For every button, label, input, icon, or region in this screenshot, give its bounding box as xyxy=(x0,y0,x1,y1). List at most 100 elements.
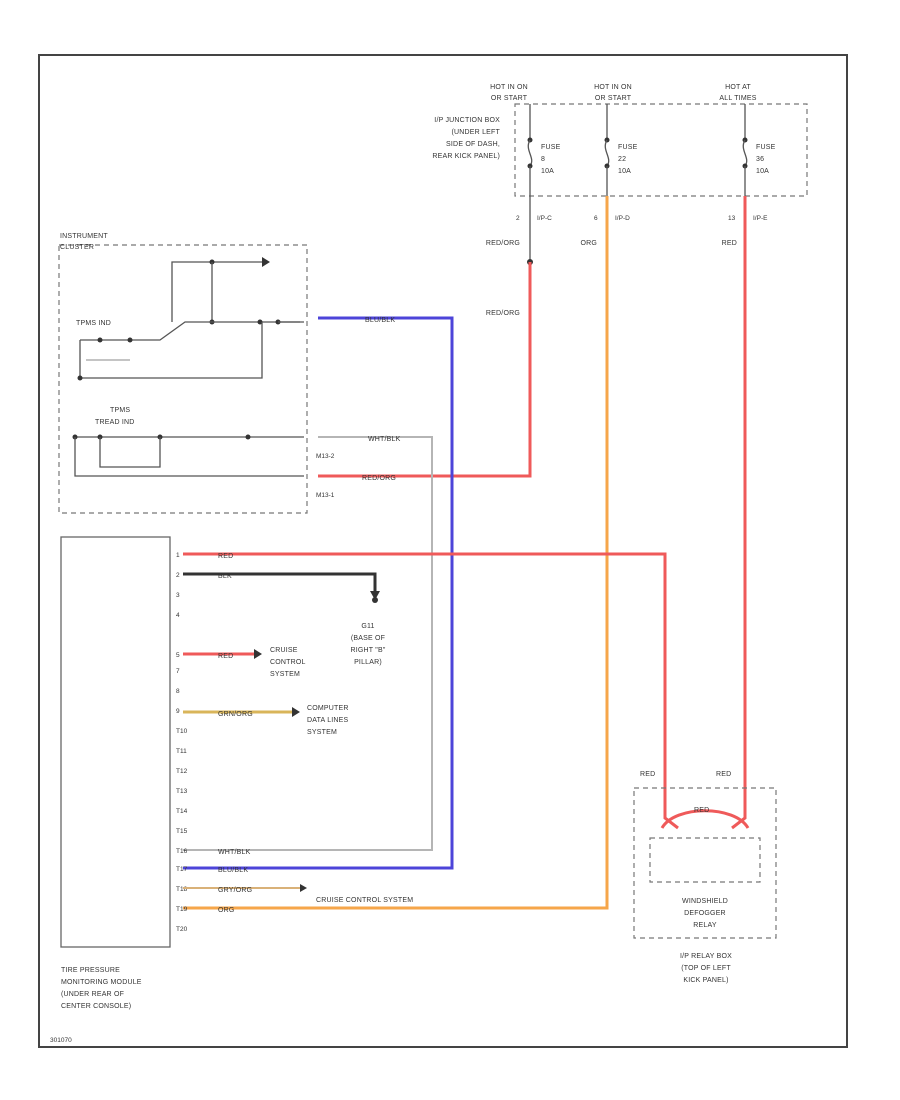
module-pin: T20 xyxy=(176,926,188,933)
svg-text:FUSE: FUSE xyxy=(541,144,561,151)
wire-label-wht-blk-upper: WHT/BLK xyxy=(368,436,401,443)
wire-blu-blk xyxy=(183,316,454,870)
computer-data-label-2: DATA LINES xyxy=(307,717,349,724)
module-pin: 2 xyxy=(176,572,180,579)
module-pin: T16 xyxy=(176,848,188,855)
svg-text:8: 8 xyxy=(541,156,545,163)
cruise-arrow-icon xyxy=(254,649,262,659)
wire-blk-ground xyxy=(183,572,377,592)
wire-label-pin18: GRY/ORG xyxy=(218,887,252,894)
wire-red-relay-left xyxy=(183,552,679,830)
module-title-1: TIRE PRESSURE xyxy=(61,967,120,974)
relay-box-outline xyxy=(633,787,777,939)
connector-ipe: I/P-E xyxy=(753,215,768,222)
tpms-tread-label-2: TREAD IND xyxy=(95,419,135,426)
module-pin: T10 xyxy=(176,728,188,735)
module-title-4: CENTER CONSOLE) xyxy=(61,1003,131,1010)
cruise-control-long-label: CRUISE CONTROL SYSTEM xyxy=(316,897,413,904)
wire-label-red-top: RED xyxy=(722,240,737,247)
tpms-tread-label-1: TPMS xyxy=(110,407,130,414)
ground-dot xyxy=(372,597,378,603)
junction-box-label-2: (UNDER LEFT xyxy=(452,129,501,136)
relay-inner-outline xyxy=(649,837,761,883)
fuse-36: FUSE 36 10A xyxy=(742,104,776,196)
wire-label-pin19: ORG xyxy=(218,907,235,914)
cruise-control-label-2: CONTROL xyxy=(270,659,306,666)
relay-wire-label-left: RED xyxy=(640,771,655,778)
wire-label-blu-blk-upper: BLU/BLK xyxy=(365,317,395,324)
svg-text:10A: 10A xyxy=(541,168,554,175)
relay-jumper xyxy=(660,809,750,829)
module-pin: 5 xyxy=(176,652,180,659)
tpms-module-box xyxy=(60,536,171,948)
connector-ipd: I/P-D xyxy=(615,215,630,222)
junction-box-label-3: SIDE OF DASH, xyxy=(446,141,500,148)
tpms-indicator-label: TPMS IND xyxy=(76,320,111,327)
computer-data-label-1: COMPUTER xyxy=(307,705,349,712)
relay-box-label-1: I/P RELAY BOX xyxy=(680,953,732,960)
relay-name-2: DEFOGGER xyxy=(684,910,726,917)
instrument-cluster-title-2: CLUSTER xyxy=(60,244,94,251)
wire-wht-blk xyxy=(183,436,433,851)
pin-ipe: 13 xyxy=(728,215,736,222)
fuse-22: FUSE 22 10A xyxy=(604,104,638,196)
module-pin: T15 xyxy=(176,828,188,835)
ground-arrow-icon xyxy=(370,591,380,600)
svg-text:36: 36 xyxy=(756,156,764,163)
module-pin: T11 xyxy=(176,748,187,755)
wire-red-org xyxy=(318,196,533,478)
cluster-internal-circuit xyxy=(72,257,304,477)
module-pin: T14 xyxy=(176,808,188,815)
relay-box-label-2: (TOP OF LEFT xyxy=(681,965,731,972)
wire-org xyxy=(183,196,609,910)
hot-label-3a: HOT AT xyxy=(725,84,751,91)
relay-name-1: WINDSHIELD xyxy=(682,898,728,905)
hot-label-1a: HOT IN ON xyxy=(490,84,528,91)
wire-label-pin2: BLK xyxy=(218,573,232,580)
svg-text:22: 22 xyxy=(618,156,626,163)
ground-label-4: PILLAR) xyxy=(354,659,382,666)
pin-ipd: 6 xyxy=(594,215,598,222)
cruise-control-label-3: SYSTEM xyxy=(270,671,300,678)
wire-label-pin1: RED xyxy=(218,553,233,560)
ground-label-3: RIGHT "B" xyxy=(350,647,385,654)
hot-label-3b: ALL TIMES xyxy=(719,95,756,102)
relay-box-label-3: KICK PANEL) xyxy=(683,977,728,984)
cruise-control-label-1: CRUISE xyxy=(270,647,298,654)
pin-ipc: 2 xyxy=(516,215,520,222)
wire-label-red-org-lower: RED/ORG xyxy=(486,310,520,317)
module-pin: T13 xyxy=(176,788,188,795)
wire-label-org-top: ORG xyxy=(580,240,597,247)
module-pin-labels: 1 2 3 4 5 7 8 9 T10 T11 T12 T13 T14 T15 … xyxy=(176,552,188,933)
wire-red-relay-right xyxy=(731,196,747,830)
wire-label-pin9: GRN/ORG xyxy=(218,711,253,718)
module-title-3: (UNDER REAR OF xyxy=(61,991,124,998)
junction-box-label-1: I/P JUNCTION BOX xyxy=(434,117,500,124)
svg-text:10A: 10A xyxy=(756,168,769,175)
hot-label-2b: OR START xyxy=(595,95,632,102)
relay-name-3: RELAY xyxy=(693,922,717,929)
wire-label-pin17: BLU/BLK xyxy=(218,867,248,874)
module-pin: 9 xyxy=(176,708,180,715)
data-lines-arrow-icon xyxy=(292,707,300,717)
svg-text:FUSE: FUSE xyxy=(756,144,776,151)
module-pin: T17 xyxy=(176,866,188,873)
instrument-cluster-outline xyxy=(58,244,308,514)
fuse-8: FUSE 8 10A xyxy=(527,104,561,196)
module-pin: 3 xyxy=(176,592,180,599)
junction-box-label-4: REAR KICK PANEL) xyxy=(432,153,500,160)
relay-jumper-label: RED xyxy=(694,807,709,814)
connector-ipc: I/P-C xyxy=(537,215,552,222)
module-pin: T12 xyxy=(176,768,188,775)
connector-m13-2: M13-2 xyxy=(316,453,335,460)
module-title-2: MONITORING MODULE xyxy=(61,979,142,986)
svg-text:FUSE: FUSE xyxy=(618,144,638,151)
wire-label-red-org-upper: RED/ORG xyxy=(486,240,520,247)
diagram-frame xyxy=(38,54,848,1048)
module-pin: T18 xyxy=(176,886,188,893)
module-pin: 1 xyxy=(176,552,180,559)
wire-label-pin5: RED xyxy=(218,653,233,660)
gry-org-arrow-icon xyxy=(300,884,307,892)
wire-label-red-org-cluster: RED/ORG xyxy=(362,475,396,482)
